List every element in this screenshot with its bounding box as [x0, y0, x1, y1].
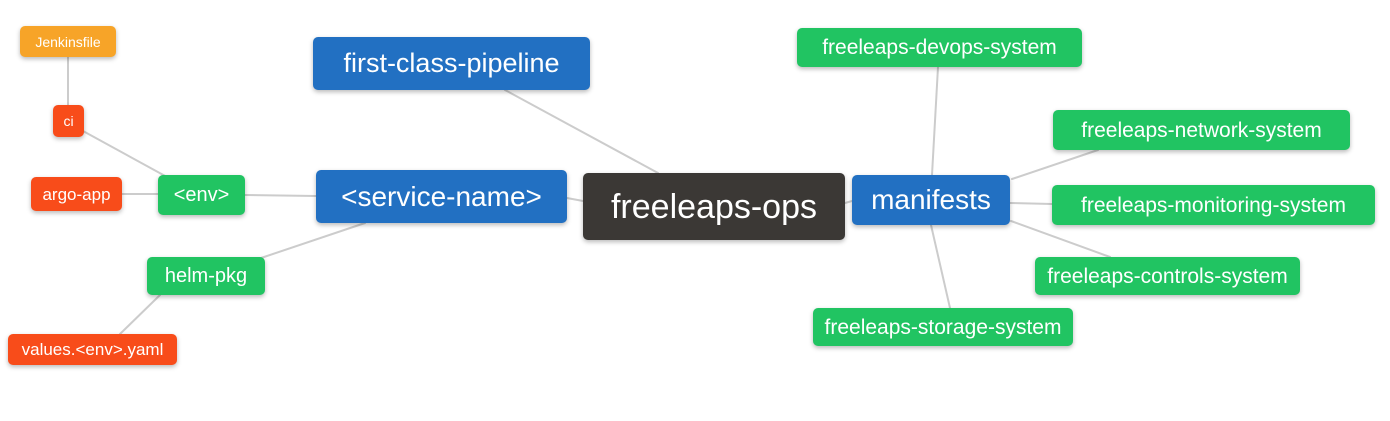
- node-label: first-class-pipeline: [343, 48, 560, 78]
- node-label: manifests: [871, 184, 991, 215]
- edge-manifests-to-freeleaps-controls-system: [1010, 220, 1111, 258]
- node-label: freeleaps-storage-system: [824, 315, 1062, 339]
- node-service-name[interactable]: <service-name>: [316, 170, 567, 223]
- node-manifests[interactable]: manifests: [852, 175, 1010, 225]
- edge-service-name-to-helm-pkg: [260, 222, 366, 259]
- edge-ci-to-env: [82, 130, 168, 178]
- edge-freeleaps-ops-to-manifests: [844, 200, 853, 204]
- node-label: <env>: [173, 184, 230, 206]
- node-label: ci: [63, 113, 74, 129]
- node-label: freeleaps-monitoring-system: [1081, 193, 1346, 217]
- node-freeleaps-controls-system[interactable]: freeleaps-controls-system: [1035, 257, 1300, 295]
- node-freeleaps-network-system[interactable]: freeleaps-network-system: [1053, 110, 1350, 150]
- node-label: freeleaps-controls-system: [1047, 264, 1288, 288]
- node-label: <service-name>: [341, 180, 542, 212]
- edge-manifests-to-freeleaps-monitoring-system: [1009, 202, 1053, 205]
- node-label: helm-pkg: [164, 265, 248, 287]
- node-ci[interactable]: ci: [53, 105, 84, 137]
- node-freeleaps-devops-system[interactable]: freeleaps-devops-system: [797, 28, 1082, 67]
- node-label: Jenkinsfile: [35, 33, 101, 50]
- node-label: freeleaps-devops-system: [822, 36, 1057, 59]
- node-first-class-pipeline[interactable]: first-class-pipeline: [313, 37, 590, 90]
- node-label: values.<env>.yaml: [21, 340, 164, 359]
- edge-manifests-to-freeleaps-devops-system: [931, 66, 939, 176]
- node-freeleaps-ops[interactable]: freeleaps-ops: [583, 173, 845, 240]
- node-helm-pkg[interactable]: helm-pkg: [147, 257, 265, 295]
- edge-helm-pkg-to-values-env-yaml: [119, 294, 161, 335]
- edge-first-class-pipeline-to-freeleaps-ops: [504, 89, 659, 174]
- node-label: freeleaps-network-system: [1081, 118, 1322, 142]
- node-argo-app[interactable]: argo-app: [31, 177, 122, 211]
- node-freeleaps-monitoring-system[interactable]: freeleaps-monitoring-system: [1052, 185, 1375, 225]
- node-label: freeleaps-ops: [610, 187, 817, 226]
- edge-service-name-to-freeleaps-ops: [566, 197, 584, 202]
- node-values-env-yaml[interactable]: values.<env>.yaml: [8, 334, 177, 365]
- node-freeleaps-storage-system[interactable]: freeleaps-storage-system: [813, 308, 1073, 346]
- edge-manifests-to-freeleaps-storage-system: [930, 224, 951, 309]
- node-label: argo-app: [42, 184, 111, 204]
- edge-env-to-service-name: [244, 194, 317, 197]
- edge-manifests-to-freeleaps-network-system: [1011, 149, 1099, 180]
- node-jenkinsfile[interactable]: Jenkinsfile: [20, 26, 116, 57]
- node-env[interactable]: <env>: [158, 175, 245, 215]
